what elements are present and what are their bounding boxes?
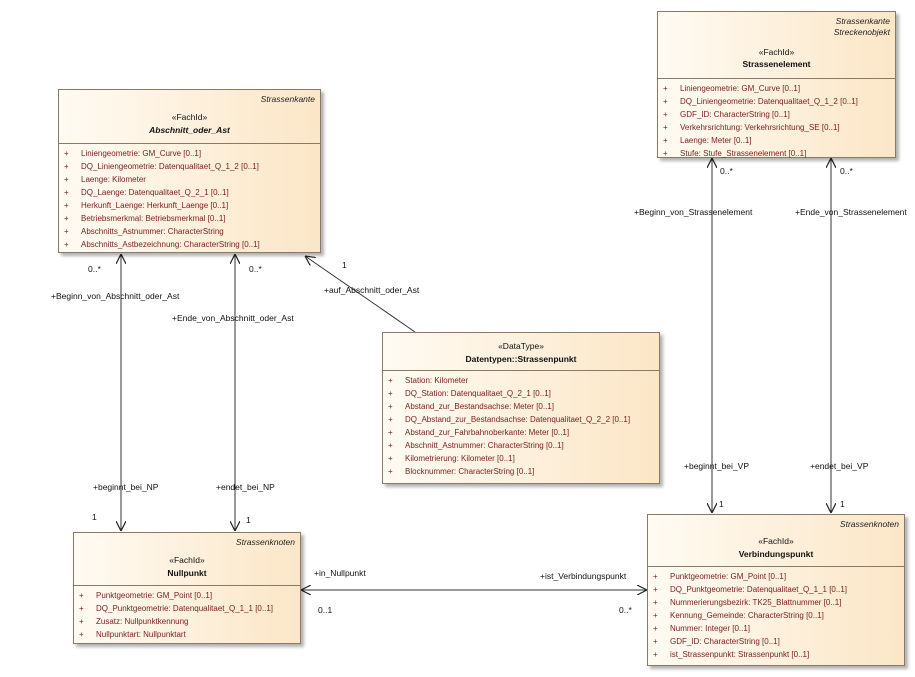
multiplicity-label: 0..* [840, 166, 853, 176]
class-stereotype: «FachId» [171, 112, 208, 122]
class-name: Strassenelement [742, 59, 811, 69]
attribute: +Kennung_Gemeinde: CharacterString [0..1… [653, 611, 824, 620]
multiplicity-label: 1 [719, 499, 724, 509]
attribute: +DQ_Punktgeometrie: Datenqualitaet_Q_1_1… [653, 585, 847, 594]
multiplicity-label: 0..* [720, 166, 733, 176]
attribute: +Abstand_zur_Fahrbahnoberkante: Meter [0… [388, 428, 570, 437]
multiplicity-label: 1 [342, 260, 347, 270]
multiplicity-label: 0..* [249, 264, 262, 274]
attribute: +Zusatz: Nullpunktkennung [79, 617, 189, 626]
class-stereotype: «FachId» [758, 47, 795, 57]
class-abschnitt-oder-ast[interactable]: Strassenkante «FachId» Abschnitt_oder_As… [58, 89, 321, 253]
role-label-beginnt-vp: +beginnt_bei_VP [684, 461, 749, 471]
attribute-list: +Punktgeometrie: GM_Point [0..1] +DQ_Pun… [74, 586, 300, 641]
attribute: +GDF_ID: CharacterString [0..1] [653, 637, 780, 646]
attribute-list: +Punktgeometrie: GM_Point [0..1] +DQ_Pun… [648, 567, 904, 661]
class-tag: Strassenkante Streckenobjekt [833, 16, 890, 37]
role-label-ende-abschnitt: +Ende_von_Abschnitt_oder_Ast [172, 313, 294, 323]
multiplicity-label: 0..* [88, 264, 101, 274]
class-stereotype: «DataType» [498, 341, 544, 351]
role-label-beginn-se: +Beginn_von_Strassenelement [634, 207, 753, 217]
role-label-ist-verbindungspunkt: +ist_Verbindungspunkt [540, 571, 627, 581]
attribute: +Laenge: Kilometer [64, 175, 146, 184]
class-nullpunkt[interactable]: Strassenknoten «FachId» Nullpunkt +Punkt… [73, 532, 301, 644]
attribute: +Nummer: Integer [0..1] [653, 624, 751, 633]
attribute-list: +Station: Kilometer +DQ_Station: Datenqu… [383, 371, 659, 478]
attribute: +Verkehrsrichtung: Verkehrsrichtung_SE [… [663, 123, 840, 132]
multiplicity-label: 1 [246, 515, 251, 525]
role-label-endet-np: +endet_bei_NP [216, 482, 275, 492]
attribute: +Abschnitts_Astnummer: CharacterString [64, 227, 224, 236]
multiplicity-label: 1 [92, 512, 97, 522]
multiplicity-label: 0..* [619, 605, 632, 615]
class-name: Verbindungspunkt [738, 549, 814, 559]
attribute: +Nummerierungsbezirk: TK25_Blattnummer [… [653, 598, 842, 607]
role-label-beginnt-np: +beginnt_bei_NP [93, 482, 159, 492]
class-strassenpunkt[interactable]: «DataType» Datentypen::Strassenpunkt +St… [382, 332, 660, 484]
class-stereotype: «FachId» [758, 536, 794, 546]
attribute: +DQ_Station: Datenqualitaet_Q_2_1 [0..1] [388, 389, 551, 398]
attribute: +Abstand_zur_Bestandsachse: Meter [0..1] [388, 402, 554, 411]
role-label-endet-vp: +endet_bei_VP [810, 461, 869, 471]
attribute: +Liniengeometrie: GM_Curve [0..1] [64, 149, 202, 158]
attribute: +Betriebsmerkmal: Betriebsmerkmal [0..1] [64, 214, 226, 223]
attribute: +Liniengeometrie: GM_Curve [0..1] [663, 84, 801, 93]
attribute: +Abschnitts_Astbezeichnung: CharacterStr… [64, 240, 260, 249]
role-label-ende-se: +Ende_von_Strassenelement [795, 207, 907, 217]
attribute: +Punktgeometrie: GM_Point [0..1] [79, 591, 213, 600]
attribute: +Kilometrierung: Kilometer [0..1] [388, 454, 515, 463]
class-name: Abschnitt_oder_Ast [149, 125, 230, 135]
assoc-auf-abschnitt [305, 256, 416, 333]
attribute: +Herkunft_Laenge: Herkunft_Laenge [0..1] [64, 201, 229, 210]
class-tag: Strassenknoten [235, 537, 295, 547]
class-stereotype: «FachId» [169, 555, 205, 565]
role-label-beginn-abschnitt: +Beginn_von_Abschnitt_oder_Ast [51, 291, 180, 301]
attribute: +DQ_Laenge: Datenqualitaet_Q_2_1 [0..1] [64, 188, 229, 197]
class-verbindungspunkt[interactable]: Strassenknoten «FachId» Verbindungspunkt… [647, 514, 905, 666]
class-tag: Strassenkante [260, 94, 315, 104]
attribute: +Blocknummer: CharacterString [0..1] [388, 467, 535, 476]
attribute: +Stufe: Stufe_Strassenelement [0..1] [663, 149, 807, 158]
role-label-auf-abschnitt: +auf_Abschnitt_oder_Ast [324, 285, 420, 295]
attribute: +GDF_ID: CharacterString [0..1] [663, 110, 790, 119]
attribute: +ist_Strassenpunkt: Strassenpunkt [0..1] [653, 650, 810, 659]
multiplicity-label: 1 [840, 499, 845, 509]
attribute: +DQ_Liniengeometrie: Datenqualitaet_Q_1_… [64, 162, 259, 171]
attribute: +DQ_Liniengeometrie: Datenqualitaet_Q_1_… [663, 97, 858, 106]
class-name: Nullpunkt [167, 568, 207, 578]
attribute: +Abschnitt_Astnummer: CharacterString [0… [388, 441, 564, 450]
attribute: +Laenge: Meter [0..1] [663, 136, 752, 145]
attribute: +Punktgeometrie: GM_Point [0..1] [653, 572, 787, 581]
attribute: +Nullpunktart: Nullpunktart [79, 630, 186, 639]
class-tag: Strassenknoten [839, 519, 899, 529]
class-name: Datentypen::Strassenpunkt [465, 354, 577, 364]
class-strassenelement[interactable]: Strassenkante Streckenobjekt «FachId» St… [657, 11, 896, 158]
attribute: +DQ_Abstand_zur_Bestandsachse: Datenqual… [388, 415, 631, 424]
attribute-list: +Liniengeometrie: GM_Curve [0..1] +DQ_Li… [658, 79, 895, 160]
attribute: +Station: Kilometer [388, 376, 469, 385]
multiplicity-label: 0..1 [318, 605, 333, 615]
role-label-in-nullpunkt: +in_Nullpunkt [314, 568, 366, 578]
attribute-list: +Liniengeometrie: GM_Curve [0..1] +DQ_Li… [59, 144, 320, 251]
attribute: +DQ_Punktgeometrie: Datenqualitaet_Q_1_1… [79, 604, 273, 613]
